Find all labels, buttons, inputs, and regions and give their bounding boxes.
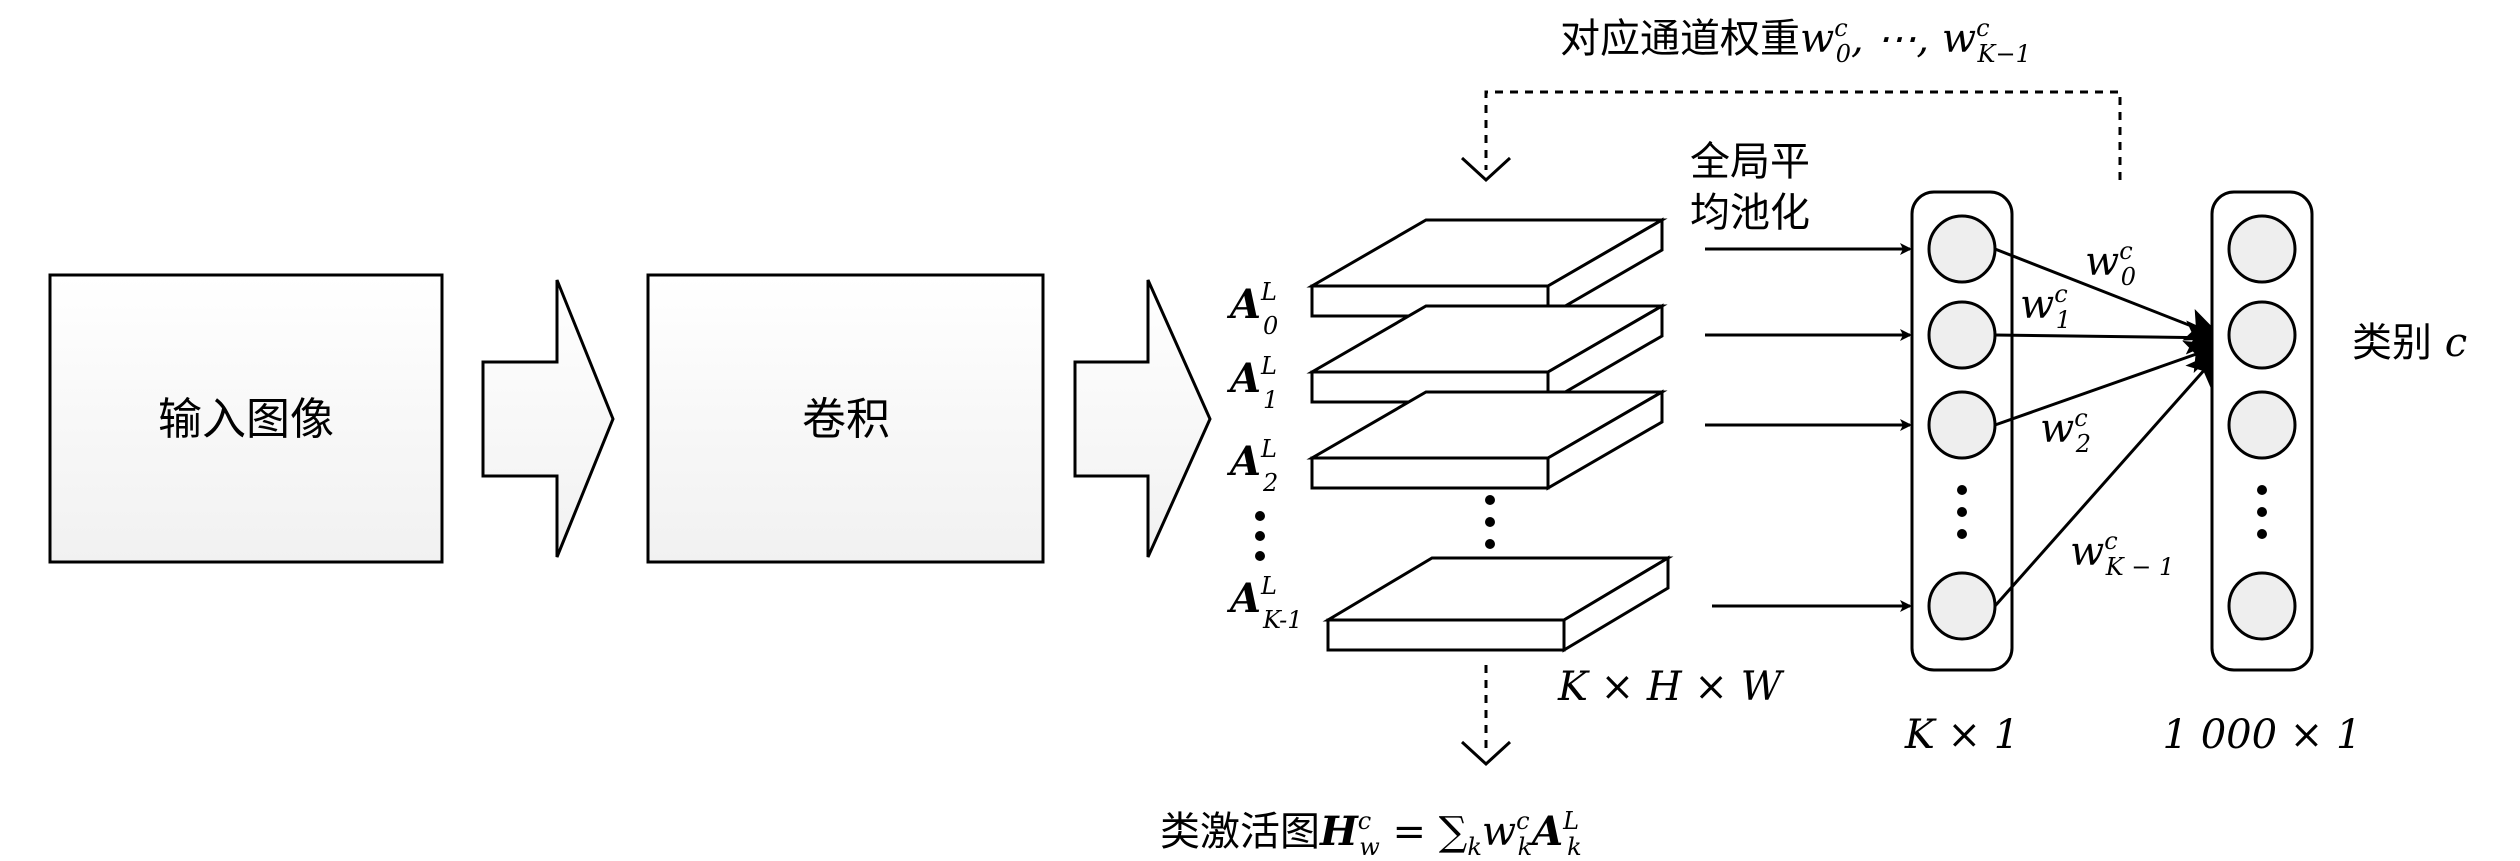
gap-node-1 [1927,300,1997,370]
slab-to-gap-arrows [1705,243,1912,612]
gap-node-2 [1927,390,1997,460]
class-ellipsis [2257,485,2267,539]
class-nodes [2227,214,2297,641]
class-dims-label: 1 000 × 1 [2163,712,2362,758]
input-image-label: 输入图像 [158,394,334,445]
convolution-box: 卷积 [646,273,1045,564]
gap-label-line1: 全局平 [1690,139,1810,185]
gap-nodes [1927,214,1997,641]
feature-map-0 [1306,217,1668,319]
feature-map-last [1322,555,1674,653]
block-arrow-1 [481,279,615,558]
class-label: 类别 c [2352,320,2467,366]
gap-label-line2: 均池化 [1690,190,1810,236]
gap-ellipsis [1957,485,1967,539]
class-node-1 [2227,300,2297,370]
gap-dims-label: K × 1 [1904,712,2019,758]
feature-label-ellipsis [1255,511,1265,561]
block-arrow-2 [1073,279,1212,558]
feature-map-ellipsis [1485,495,1495,549]
class-node-0 [2227,214,2297,284]
feature-map-2 [1306,389,1668,491]
class-node-last [2227,571,2297,641]
feature-label-0-sup: L [1260,278,1277,306]
gap-node-last [1927,571,1997,641]
class-node-2 [2227,390,2297,460]
convolution-label: 卷积 [802,394,890,445]
gap-node-0 [1927,214,1997,284]
feedback-arrowhead [1460,156,1512,183]
feature-label-0-sub: 0 [1263,312,1278,340]
maps-dims-label: K × H × W [1557,664,1785,710]
input-image-box: 输入图像 [48,273,444,564]
feedback-dashed-arrow [1484,90,2122,180]
cam-arrowhead [1460,740,1512,767]
feature-label-0-letter: A [1226,281,1261,328]
feature-label-0: AL 0 [1226,278,1278,340]
feature-map-1 [1306,303,1668,405]
weight-lines [1993,247,2224,607]
